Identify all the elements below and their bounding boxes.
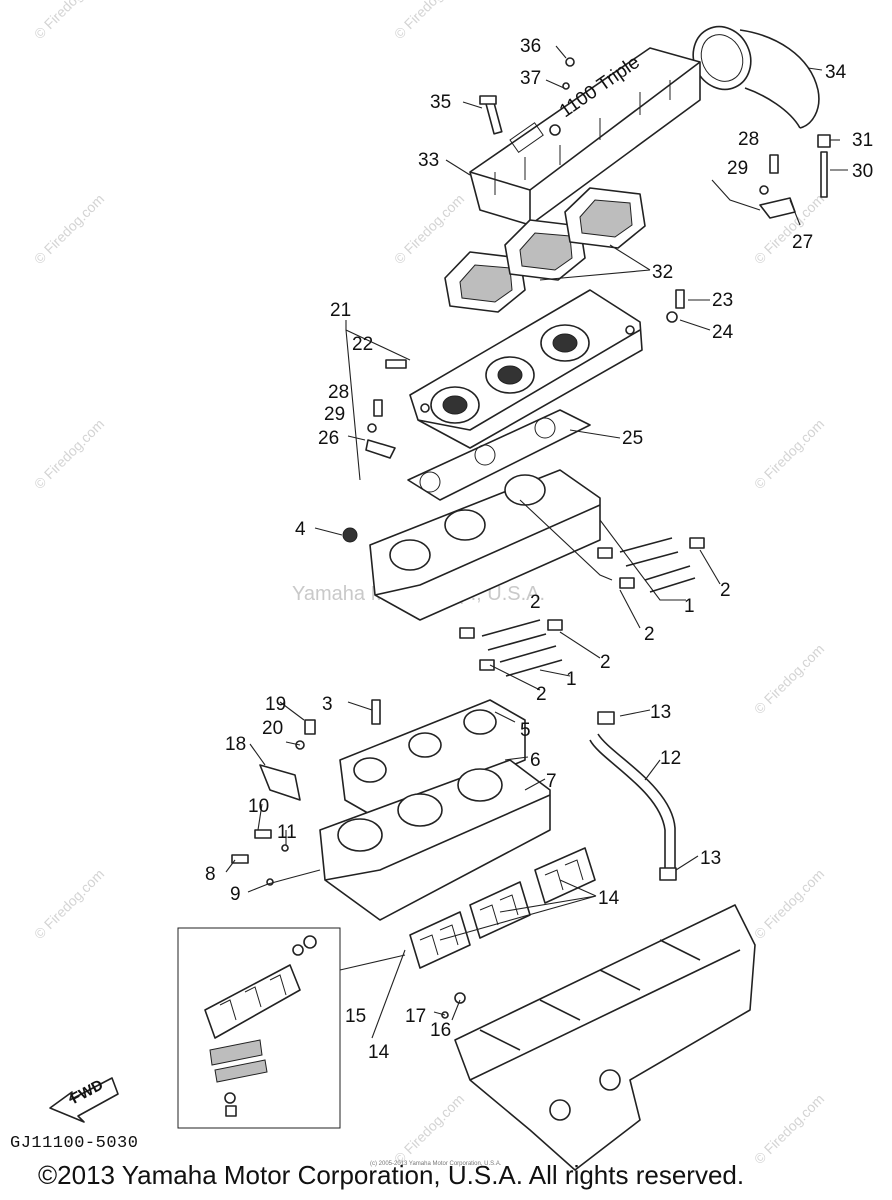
site-watermark: © Firedog.com bbox=[751, 416, 827, 492]
part-32-gaskets bbox=[444, 187, 646, 313]
callout-6: 6 bbox=[530, 750, 541, 771]
site-watermark: © Firedog.com bbox=[391, 191, 467, 267]
callout-17: 17 bbox=[405, 1006, 426, 1027]
callout-26: 26 bbox=[318, 428, 339, 449]
callout-37: 37 bbox=[520, 68, 541, 89]
callout-14: 14 bbox=[368, 1042, 390, 1063]
callout-18: 18 bbox=[225, 734, 246, 755]
callout-32: 32 bbox=[652, 262, 673, 283]
callout-30: 30 bbox=[852, 161, 873, 182]
part-12-hose bbox=[589, 711, 677, 881]
callout-12: 12 bbox=[660, 748, 681, 769]
part-6-reed-valve-body bbox=[319, 699, 551, 921]
callout-13: 13 bbox=[700, 848, 721, 869]
callout-2: 2 bbox=[536, 684, 547, 705]
callout-34: 34 bbox=[825, 62, 847, 83]
callout-2: 2 bbox=[644, 624, 655, 645]
callout-35: 35 bbox=[430, 92, 451, 113]
callout-21: 21 bbox=[330, 300, 351, 321]
part-25-gasket bbox=[407, 409, 591, 501]
part-small-hardware bbox=[231, 57, 831, 1019]
callout-28: 28 bbox=[328, 382, 349, 403]
callout-22: 22 bbox=[352, 334, 373, 355]
callout-27: 27 bbox=[792, 232, 813, 253]
callout-1: 1 bbox=[684, 596, 695, 617]
site-watermark: © Firedog.com bbox=[751, 641, 827, 717]
callout-19: 19 bbox=[265, 694, 286, 715]
site-watermark: © Firedog.com bbox=[31, 191, 107, 267]
callout-2: 2 bbox=[600, 652, 611, 673]
site-watermark: © Firedog.com bbox=[391, 1091, 467, 1167]
diagram-code: GJ11100-5030 bbox=[10, 1134, 139, 1153]
callout-29: 29 bbox=[727, 158, 748, 179]
callout-1: 1 bbox=[566, 669, 577, 690]
callout-3: 3 bbox=[322, 694, 333, 715]
callout-8: 8 bbox=[205, 864, 216, 885]
small-print: (c) 2005-2013 Yamaha Motor Corporation, … bbox=[370, 1161, 502, 1167]
site-watermark: © Firedog.com bbox=[391, 0, 467, 42]
callout-15: 15 bbox=[345, 1006, 366, 1027]
site-watermark: © Firedog.com bbox=[31, 416, 107, 492]
leader-lines bbox=[225, 45, 848, 1039]
callout-2: 2 bbox=[720, 580, 731, 601]
callout-16: 16 bbox=[430, 1020, 451, 1041]
site-watermark: © Firedog.com bbox=[751, 1091, 827, 1167]
callout-36: 36 bbox=[520, 36, 541, 57]
callout-29: 29 bbox=[324, 404, 345, 425]
callout-11: 11 bbox=[277, 822, 297, 843]
site-watermark: © Firedog.com bbox=[31, 0, 107, 42]
part-15-inset-detail bbox=[177, 927, 406, 1129]
callout-23: 23 bbox=[712, 290, 733, 311]
fwd-arrow: FWD bbox=[49, 1076, 119, 1123]
callout-13: 13 bbox=[650, 702, 671, 723]
callout-24: 24 bbox=[712, 322, 734, 343]
callouts: 1 1 2 2 2 2 2 3 4 5 6 7 8 9 10 11 12 13 … bbox=[205, 36, 873, 1063]
site-watermark: © Firedog.com bbox=[751, 866, 827, 942]
callout-20: 20 bbox=[262, 718, 283, 739]
callout-7: 7 bbox=[546, 771, 557, 792]
callout-25: 25 bbox=[622, 428, 643, 449]
part-21-intake-manifold bbox=[409, 289, 643, 449]
site-watermark: © Firedog.com bbox=[751, 191, 827, 267]
callout-28: 28 bbox=[738, 129, 759, 150]
site-watermark: © Firedog.com bbox=[31, 866, 107, 942]
copyright-notice: ©2013 Yamaha Motor Corporation, U.S.A. A… bbox=[38, 1160, 745, 1190]
callout-2: 2 bbox=[530, 592, 541, 613]
callout-4: 4 bbox=[295, 519, 306, 540]
callout-9: 9 bbox=[230, 884, 241, 905]
callout-14: 14 bbox=[598, 888, 620, 909]
callout-5: 5 bbox=[520, 720, 531, 741]
part-34-air-duct bbox=[692, 25, 820, 129]
part-carburetor-assembly bbox=[342, 469, 705, 677]
part-crankcase-block bbox=[454, 904, 756, 1171]
callout-10: 10 bbox=[248, 796, 269, 817]
callout-33: 33 bbox=[418, 150, 439, 171]
callout-31: 31 bbox=[852, 130, 873, 151]
